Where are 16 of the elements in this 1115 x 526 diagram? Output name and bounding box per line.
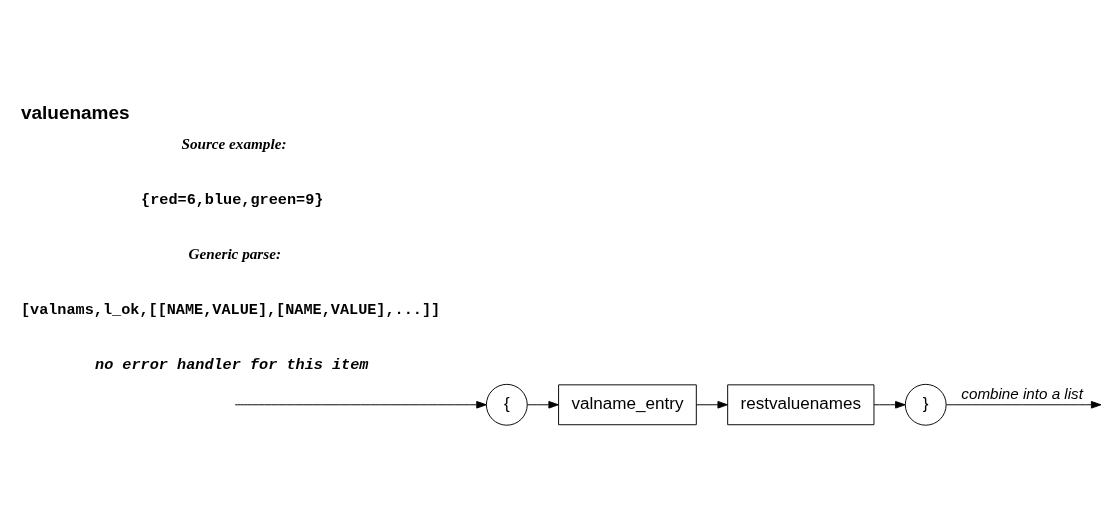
arrow <box>526 400 559 409</box>
node-circle: } <box>904 383 947 426</box>
label: Source example: <box>181 135 287 153</box>
edge-label: combine into a list <box>961 384 1083 402</box>
label: {red=6,blue,green=9} <box>141 191 324 210</box>
label: Generic parse: <box>188 245 281 263</box>
arrow <box>695 400 728 409</box>
diagram-title: valuenames <box>20 101 130 123</box>
node-box: valname_entry <box>558 384 697 426</box>
node-box: restvaluenames <box>727 384 875 426</box>
node-circle: { <box>485 383 528 426</box>
arrow <box>945 400 1102 409</box>
arrow <box>234 400 487 409</box>
label: [valnams,l_ok,[[NAME,VALUE],[NAME,VALUE],...]] <box>20 301 441 320</box>
arrow <box>873 400 906 409</box>
label: no error handler for this item <box>95 356 369 375</box>
